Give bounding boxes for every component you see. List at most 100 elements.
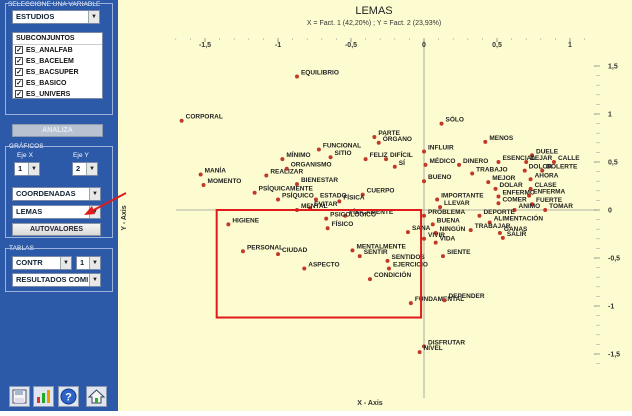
point-label: INFLUIR <box>428 144 454 151</box>
autovalores-button[interactable]: AUTOVALORES <box>12 223 101 236</box>
tablas-group-frame <box>5 248 113 292</box>
checkbox-checked-icon[interactable]: ✓ <box>15 90 23 98</box>
point-label: FÍSICAMENTE <box>349 207 394 216</box>
data-point <box>276 197 280 202</box>
chevron-down-icon[interactable]: ▼ <box>86 163 97 175</box>
point-label: FELIZ <box>370 152 388 159</box>
y-tick-label: 1 <box>608 112 612 119</box>
point-label: TRABAJAR <box>475 223 511 230</box>
point-label: PARTE <box>378 130 400 137</box>
chevron-down-icon[interactable]: ▼ <box>60 257 71 269</box>
data-point <box>360 192 365 197</box>
contr-select[interactable]: CONTR▼ <box>12 256 72 270</box>
data-point <box>512 208 517 212</box>
point-label: MÍNIMO <box>286 150 310 159</box>
data-point <box>440 254 445 259</box>
chevron-down-icon[interactable]: ▼ <box>89 206 100 218</box>
chevron-down-icon[interactable]: ▼ <box>89 257 100 269</box>
contr-num-select[interactable]: 1▼ <box>76 256 101 270</box>
point-label: ASPECTO <box>308 262 339 269</box>
data-point <box>470 171 475 176</box>
variable-select-value: ESTUDIOS <box>16 12 55 21</box>
variable-group-frame <box>5 3 113 115</box>
lemas-value: LEMAS <box>16 207 43 216</box>
data-point <box>468 228 473 233</box>
data-point <box>430 222 435 227</box>
point-label: CUERPO <box>367 188 395 195</box>
point-label: HIGIENE <box>232 217 259 224</box>
point-label: ENFERMA <box>533 189 565 196</box>
point-label: ALIMENTACIÓN <box>494 213 544 222</box>
point-label: DOLOR <box>529 164 553 171</box>
contr-num-value: 1 <box>80 258 85 267</box>
x-axis-label: X - Axis <box>357 400 383 407</box>
resultados-select[interactable]: RESULTADOS COMI▼ <box>12 273 101 287</box>
highlight-box <box>215 209 423 319</box>
data-point <box>522 168 527 173</box>
point-label: FÍSICA <box>343 192 365 201</box>
coordenadas-select[interactable]: COORDENADAS▼ <box>12 187 101 201</box>
x-tick-label: -1 <box>275 42 281 49</box>
point-label: PERSONAL <box>247 244 283 251</box>
chevron-down-icon[interactable]: ▼ <box>88 11 99 23</box>
data-point <box>179 118 184 123</box>
data-point <box>442 298 447 303</box>
point-label: CORPORAL <box>186 114 223 121</box>
home-button[interactable] <box>86 386 107 407</box>
subset-item[interactable]: ✓ES_ANALFAB <box>13 45 102 56</box>
analyze-button[interactable]: ANALIZA <box>12 124 103 137</box>
checkbox-checked-icon[interactable]: ✓ <box>15 79 23 87</box>
eje-x-label: Eje X <box>17 152 34 159</box>
help-button[interactable]: ? <box>58 386 79 407</box>
svg-text:?: ? <box>65 392 72 404</box>
point-label: PSÍQUICO <box>282 190 314 199</box>
point-label: BUENO <box>428 174 451 181</box>
point-label: CIUDAD <box>282 247 308 254</box>
data-point <box>226 222 231 227</box>
save-button[interactable] <box>9 386 30 407</box>
subset-item[interactable]: ✓ES_BACELEM <box>13 56 102 67</box>
point-label: MÉDICO <box>429 156 455 165</box>
eje-x-select[interactable]: 1▼ <box>14 162 40 176</box>
checkbox-checked-icon[interactable]: ✓ <box>15 68 23 76</box>
data-point <box>422 236 426 241</box>
data-point <box>435 197 440 202</box>
subset-item[interactable]: ✓ES_BACSUPER <box>13 67 102 78</box>
checkbox-checked-icon[interactable]: ✓ <box>15 46 23 54</box>
point-label: VIDA <box>440 236 456 243</box>
chevron-down-icon[interactable]: ▼ <box>28 163 39 175</box>
point-label: EQUILIBRIO <box>301 70 339 77</box>
subset-item[interactable]: ✓ES_BASICO <box>13 78 102 89</box>
chart-button[interactable] <box>33 386 54 407</box>
eje-y-select[interactable]: 2▼ <box>72 162 98 176</box>
data-point <box>487 220 492 225</box>
point-label: ESENCIAL <box>502 155 535 162</box>
data-point <box>284 166 289 171</box>
variable-group-label: SELECCIONE UNA VARIABLE <box>8 1 101 8</box>
data-point <box>540 168 545 173</box>
data-point <box>496 201 501 206</box>
point-label: SÓLO <box>446 115 464 124</box>
chevron-down-icon[interactable]: ▼ <box>89 188 100 200</box>
data-point <box>367 277 372 282</box>
data-point <box>201 183 206 188</box>
point-label: MENTALMENTE <box>356 243 406 250</box>
checkbox-checked-icon[interactable]: ✓ <box>15 57 23 65</box>
data-point <box>372 135 377 140</box>
data-point <box>316 147 321 152</box>
data-point <box>198 172 203 177</box>
chevron-down-icon[interactable]: ▼ <box>89 274 100 286</box>
data-point <box>385 258 390 263</box>
point-label: ORGANISMO <box>291 162 332 169</box>
variable-select[interactable]: ESTUDIOS ▼ <box>12 10 100 24</box>
lemas-select[interactable]: LEMAS ▼ <box>12 205 101 219</box>
subset-item[interactable]: ✓ES_UNIVERS <box>13 89 102 100</box>
data-point <box>433 231 438 236</box>
data-point <box>280 157 285 162</box>
point-label: DISFRUTAR <box>428 339 465 346</box>
x-tick-label: 1 <box>568 42 572 49</box>
eje-x-value: 1 <box>18 164 23 173</box>
data-point <box>386 266 391 271</box>
subsets-listbox[interactable]: SUBCONJUNTOS ✓ES_ANALFAB ✓ES_BACELEM ✓ES… <box>12 32 103 99</box>
